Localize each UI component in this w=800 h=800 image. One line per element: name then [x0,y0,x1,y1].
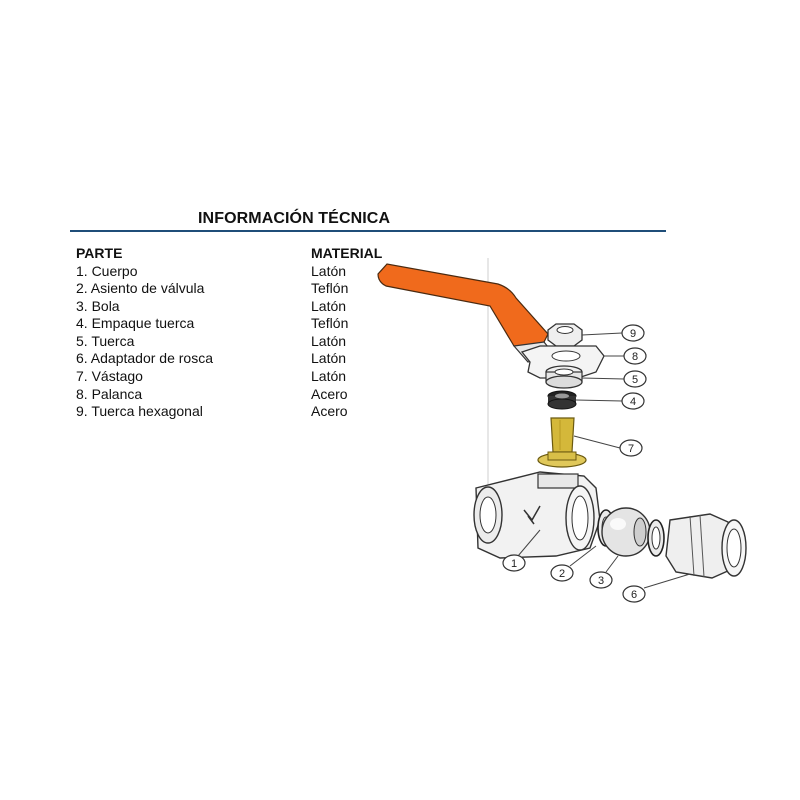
leader-2 [569,545,597,567]
part-material: Teflón [311,315,349,331]
leader-1 [517,529,541,557]
stem-nut [545,365,583,389]
callout-9-circle [621,324,645,342]
callout-leaders [517,332,691,589]
part-name: 1. Cuerpo [76,263,138,279]
part-material: Latón [311,333,347,349]
hex-nut [547,323,583,347]
lever [377,263,553,363]
callout-8: 8 [632,351,638,363]
part-name: 9. Tuerca hexagonal [76,403,203,419]
packing-ring [547,390,577,410]
part-name: 5. Tuerca [76,333,135,349]
part-name: 2. Asiento de válvula [76,280,205,296]
part-material: Teflón [311,280,349,296]
callout-7-circle [619,439,643,457]
part-material: Latón [311,263,347,279]
part-material: Latón [311,298,347,314]
callout-5: 5 [632,374,638,386]
part-material: Latón [311,350,347,366]
material-header: MATERIAL [311,245,383,261]
callout-6-circle [622,585,646,603]
part-material: Acero [311,386,348,402]
part-name: 4. Empaque tuerca [76,315,195,331]
callout-3: 3 [598,575,604,587]
callout-2-circle [550,564,574,582]
parte-header: PARTE [76,245,123,261]
part-material: Latón [311,368,347,384]
leader-3 [605,555,619,573]
leader-9 [581,332,623,336]
callout-6: 6 [631,589,637,601]
leader-7 [573,435,621,449]
callout-4-circle [621,392,645,410]
leader-5 [581,377,625,380]
valve-seat-2 [647,519,665,557]
valve-body [473,471,601,559]
page-title: INFORMACIÓN TÉCNICA [198,210,391,227]
part-name: 6. Adaptador de rosca [76,350,213,366]
lever-plate [520,345,605,379]
part-name: 7. Vástago [76,368,143,384]
callout-1-circle [502,554,526,572]
callout-7: 7 [628,443,634,455]
valve-stem [537,417,587,468]
callout-4: 4 [630,396,636,408]
part-name: 8. Palanca [76,386,143,402]
callout-9: 9 [630,328,636,340]
title-rule [70,230,666,232]
callout-3-circle [589,571,613,589]
part-name: 3. Bola [76,298,120,314]
thread-adapter [665,513,747,579]
callout-8-circle [623,347,647,365]
valve-ball [601,507,651,557]
callout-circles [502,324,647,603]
callout-5-circle [623,370,647,388]
part-material: Acero [311,403,348,419]
callout-2: 2 [559,568,565,580]
leader-6 [643,573,691,589]
callout-1: 1 [511,558,517,570]
leader-4 [575,399,623,402]
